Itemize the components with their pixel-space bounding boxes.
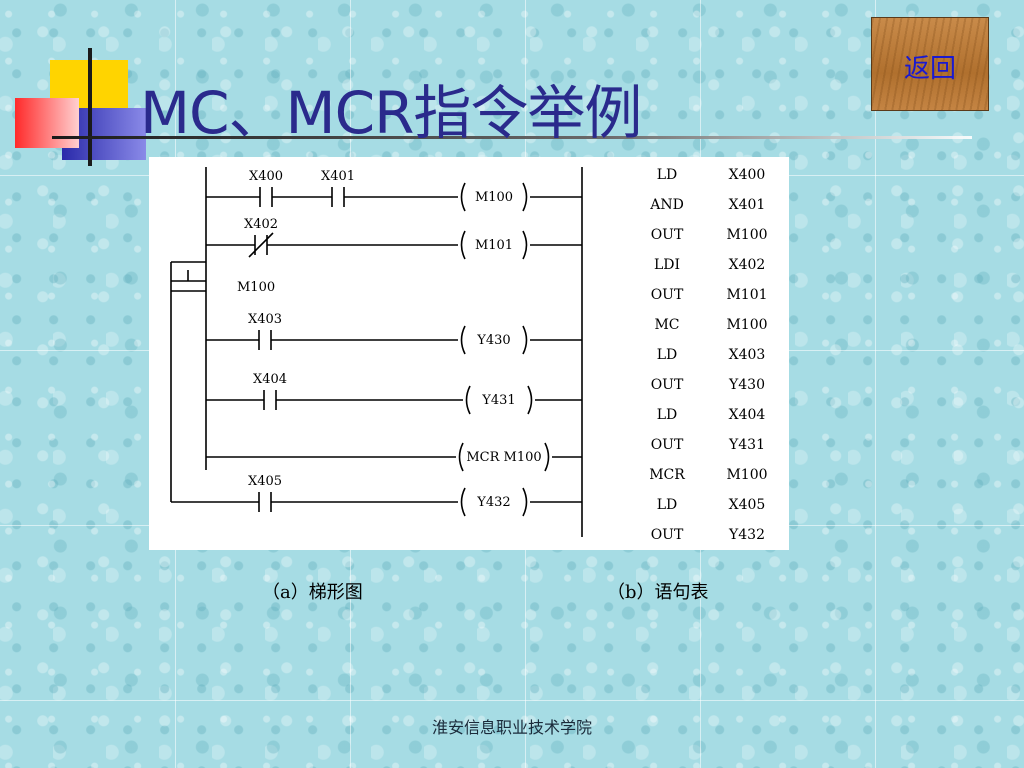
page-title: MC、MCR指令举例 [140, 79, 642, 147]
statement-operand: M101 [726, 287, 767, 303]
coil-right-bracket [527, 385, 533, 415]
caption-statement-list: （b）语句表 [607, 582, 709, 603]
coil-left-bracket [465, 385, 471, 415]
title-underline [52, 136, 972, 139]
coil-right-bracket [522, 230, 528, 260]
back-button[interactable]: 返回 [871, 17, 989, 111]
statement-op: OUT [651, 287, 684, 303]
coil-label: MCR M100 [466, 450, 541, 465]
statement-operand: X405 [729, 497, 766, 513]
coil-left-bracket [460, 325, 466, 355]
coil-left-bracket [460, 182, 466, 212]
statement-op: OUT [651, 377, 684, 393]
contact-label: X404 [253, 372, 287, 387]
statement-operand: M100 [726, 467, 767, 483]
footer-institution: 淮安信息职业技术学院 [431, 718, 592, 737]
statement-op: LDI [654, 257, 680, 273]
statement-operand: M100 [726, 227, 767, 243]
statement-op: LD [657, 347, 678, 363]
statement-operand: Y431 [728, 437, 765, 453]
coil-right-bracket [522, 325, 528, 355]
contact-nc-slash [248, 232, 274, 258]
statement-op: OUT [651, 437, 684, 453]
statement-operand: Y432 [728, 527, 765, 543]
statement-op: LD [657, 497, 678, 513]
coil-left-bracket [458, 442, 464, 472]
statement-operand: X402 [729, 257, 766, 273]
coil-right-bracket [522, 487, 528, 517]
coil-left-bracket [460, 487, 466, 517]
master-contact-label: M100 [237, 280, 275, 295]
coil-left-bracket [460, 230, 466, 260]
contact-label: X400 [249, 169, 283, 184]
coil-label: Y431 [481, 393, 515, 408]
statement-operand: M100 [726, 317, 767, 333]
statement-operand: X403 [729, 347, 766, 363]
statement-operand: X400 [729, 167, 766, 183]
coil-label: Y432 [476, 495, 510, 510]
coil-label: Y430 [476, 333, 510, 348]
contact-label: X403 [248, 312, 282, 327]
contact-label: X405 [248, 474, 282, 489]
logo-red-square [15, 98, 79, 148]
statement-operand: X404 [729, 407, 766, 423]
statement-operand: Y430 [728, 377, 765, 393]
statement-op: MC [654, 317, 679, 333]
statement-op: OUT [651, 527, 684, 543]
contact-label: X402 [244, 217, 278, 232]
statement-operand: X401 [729, 197, 766, 213]
statement-op: LD [657, 407, 678, 423]
coil-label: M101 [475, 238, 513, 253]
contact-label: X401 [321, 169, 355, 184]
caption-ladder: （a）梯形图 [262, 582, 363, 603]
coil-label: M100 [475, 190, 513, 205]
statement-op: MCR [649, 467, 685, 483]
logo-vertical-line [88, 48, 92, 166]
statement-op: AND [649, 197, 684, 213]
coil-right-bracket [544, 442, 550, 472]
back-button-label: 返回 [903, 54, 956, 84]
coil-right-bracket [522, 182, 528, 212]
statement-op: LD [657, 167, 678, 183]
statement-op: OUT [651, 227, 684, 243]
